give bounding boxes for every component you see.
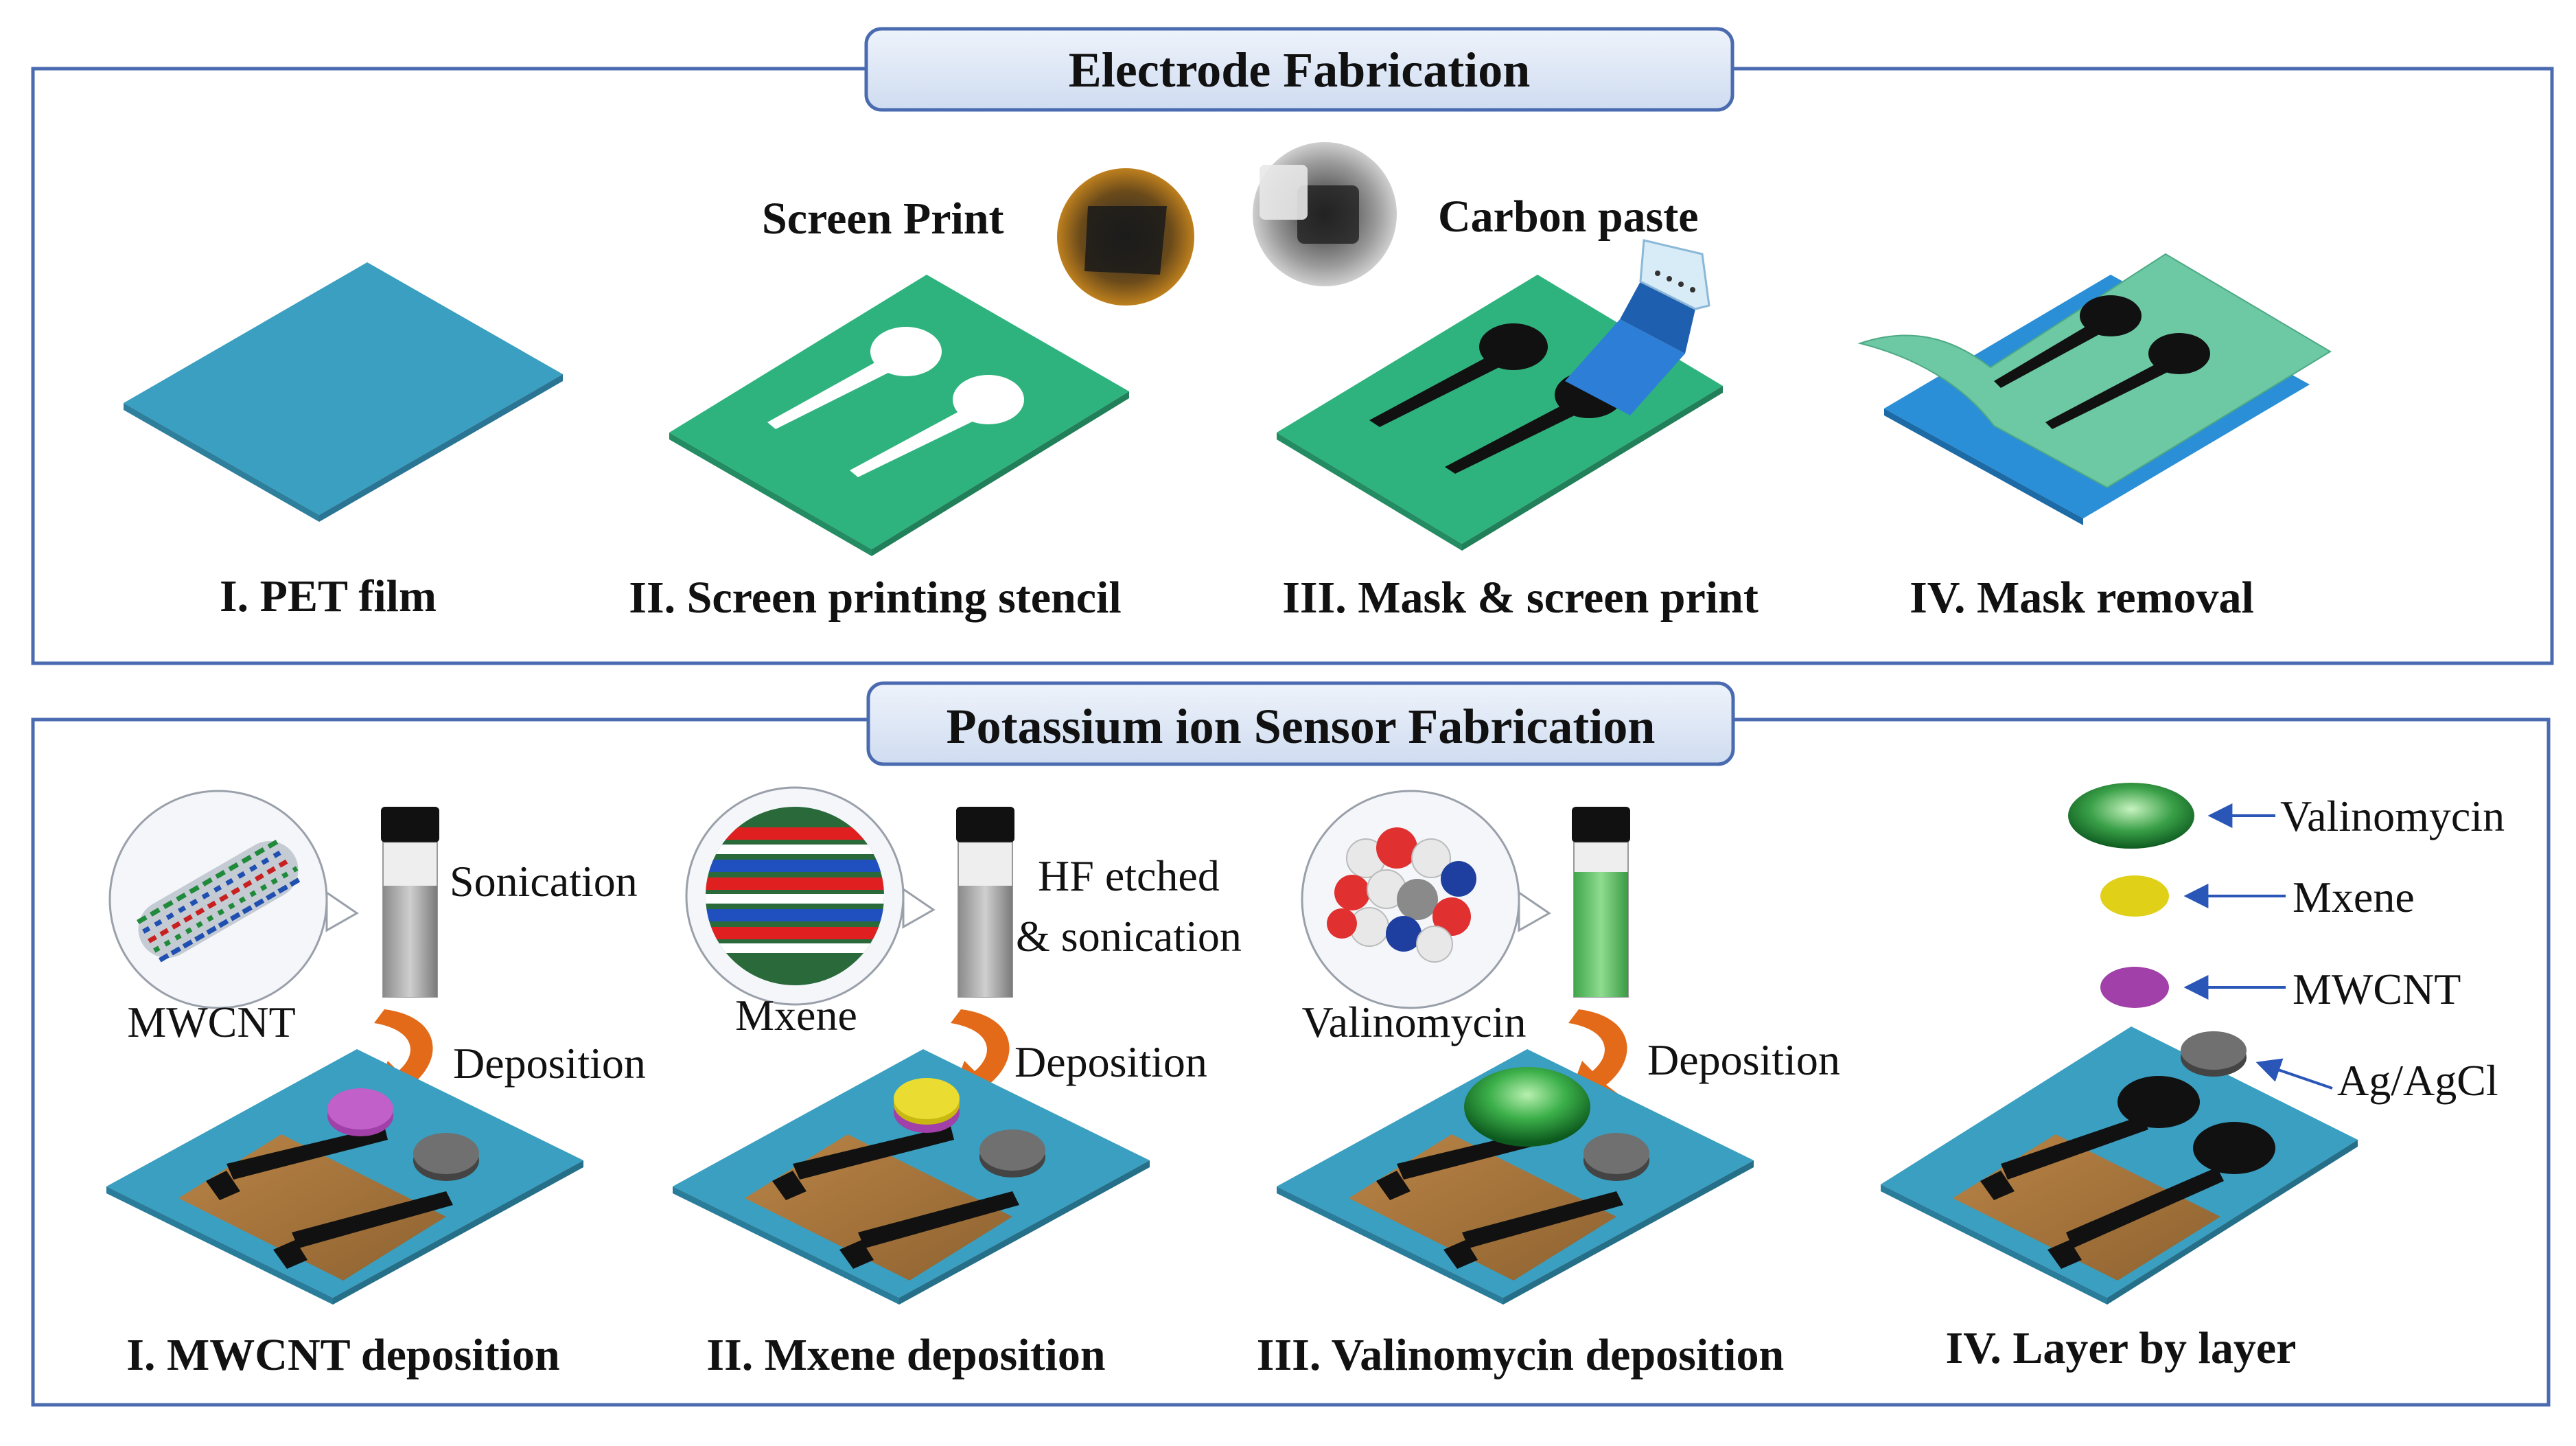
- mwcnt-step: MWCNT Sonication Deposition I. MWCNT dep…: [106, 790, 646, 1380]
- deposition-label: Deposition: [453, 1039, 646, 1088]
- sensor-step-label: IV. Layer by layer: [1946, 1323, 2297, 1373]
- mxene-structure-icon: [706, 807, 884, 985]
- process-label: Sonication: [450, 857, 638, 906]
- material-label: MWCNT: [127, 998, 295, 1046]
- legend-label: MWCNT: [2293, 965, 2461, 1013]
- screen-print-photo: [1057, 168, 1194, 306]
- valinomycin-swatch: [2068, 783, 2194, 849]
- layer-by-layer-step: IV. Layer by layer: [1881, 1026, 2358, 1373]
- sensor-step-label: I. MWCNT deposition: [126, 1330, 559, 1380]
- material-label: Mxene: [735, 991, 857, 1040]
- carbon-paste-label: Carbon paste: [1438, 192, 1699, 242]
- electrode-fabrication-panel: Electrode Fabrication Screen Print: [31, 27, 2554, 665]
- electrode-step-label: III. Mask & screen print: [1282, 573, 1759, 623]
- carbon-paste-photo: [1253, 142, 1397, 286]
- section-title: Electrode Fabrication: [1069, 43, 1531, 97]
- sensor-step-label: II. Mxene deposition: [706, 1330, 1105, 1380]
- process-label: HF etched: [1038, 851, 1220, 900]
- title-tab: [866, 681, 1735, 766]
- deposition-arrow-icon: [1568, 1009, 1627, 1099]
- squeegee-icon: [1565, 319, 1685, 415]
- sensor-fabrication-panel: Potassium ion Sensor Fabrication MWCNT S…: [31, 681, 2551, 1407]
- electrode-step-label: I. PET film: [220, 571, 437, 621]
- process-label: & sonication: [1016, 912, 1242, 961]
- section-title: Potassium ion Sensor Fabrication: [947, 699, 1656, 754]
- mask-removal: [1857, 253, 2332, 525]
- deposition-label: Deposition: [1647, 1035, 1840, 1084]
- valinomycin-molecule-icon: [1327, 827, 1476, 963]
- legend-label: Mxene: [2293, 873, 2415, 921]
- mwcnt-swatch: [2100, 967, 2169, 1008]
- mask-and-print: [1277, 239, 1723, 551]
- electrode-step-label: IV. Mask removal: [1910, 573, 2254, 623]
- legend-label: Valinomycin: [2280, 792, 2505, 840]
- legend-label: Ag/AgCl: [2337, 1056, 2498, 1105]
- sensor-step-label: III. Valinomycin deposition: [1257, 1330, 1784, 1380]
- pet-film: [124, 262, 563, 522]
- screen-printing-stencil: [669, 275, 1129, 556]
- title-tab: [864, 27, 1734, 112]
- material-label: Valinomycin: [1301, 998, 1526, 1046]
- mwcnt-structure-icon: [137, 837, 304, 963]
- deposition-label: Deposition: [1014, 1037, 1207, 1086]
- electrode-step-label: II. Screen printing stencil: [629, 573, 1121, 623]
- valinomycin-step: Valinomycin Deposition III. Valinomycin …: [1257, 790, 1840, 1380]
- screen-print-label: Screen Print: [762, 194, 1004, 244]
- mxene-swatch: [2100, 875, 2169, 917]
- layer-legend: Valinomycin Mxene MWCNT Ag/AgCl: [2068, 783, 2505, 1105]
- mxene-step: Mxene HF etched & sonication Deposition …: [673, 786, 1242, 1380]
